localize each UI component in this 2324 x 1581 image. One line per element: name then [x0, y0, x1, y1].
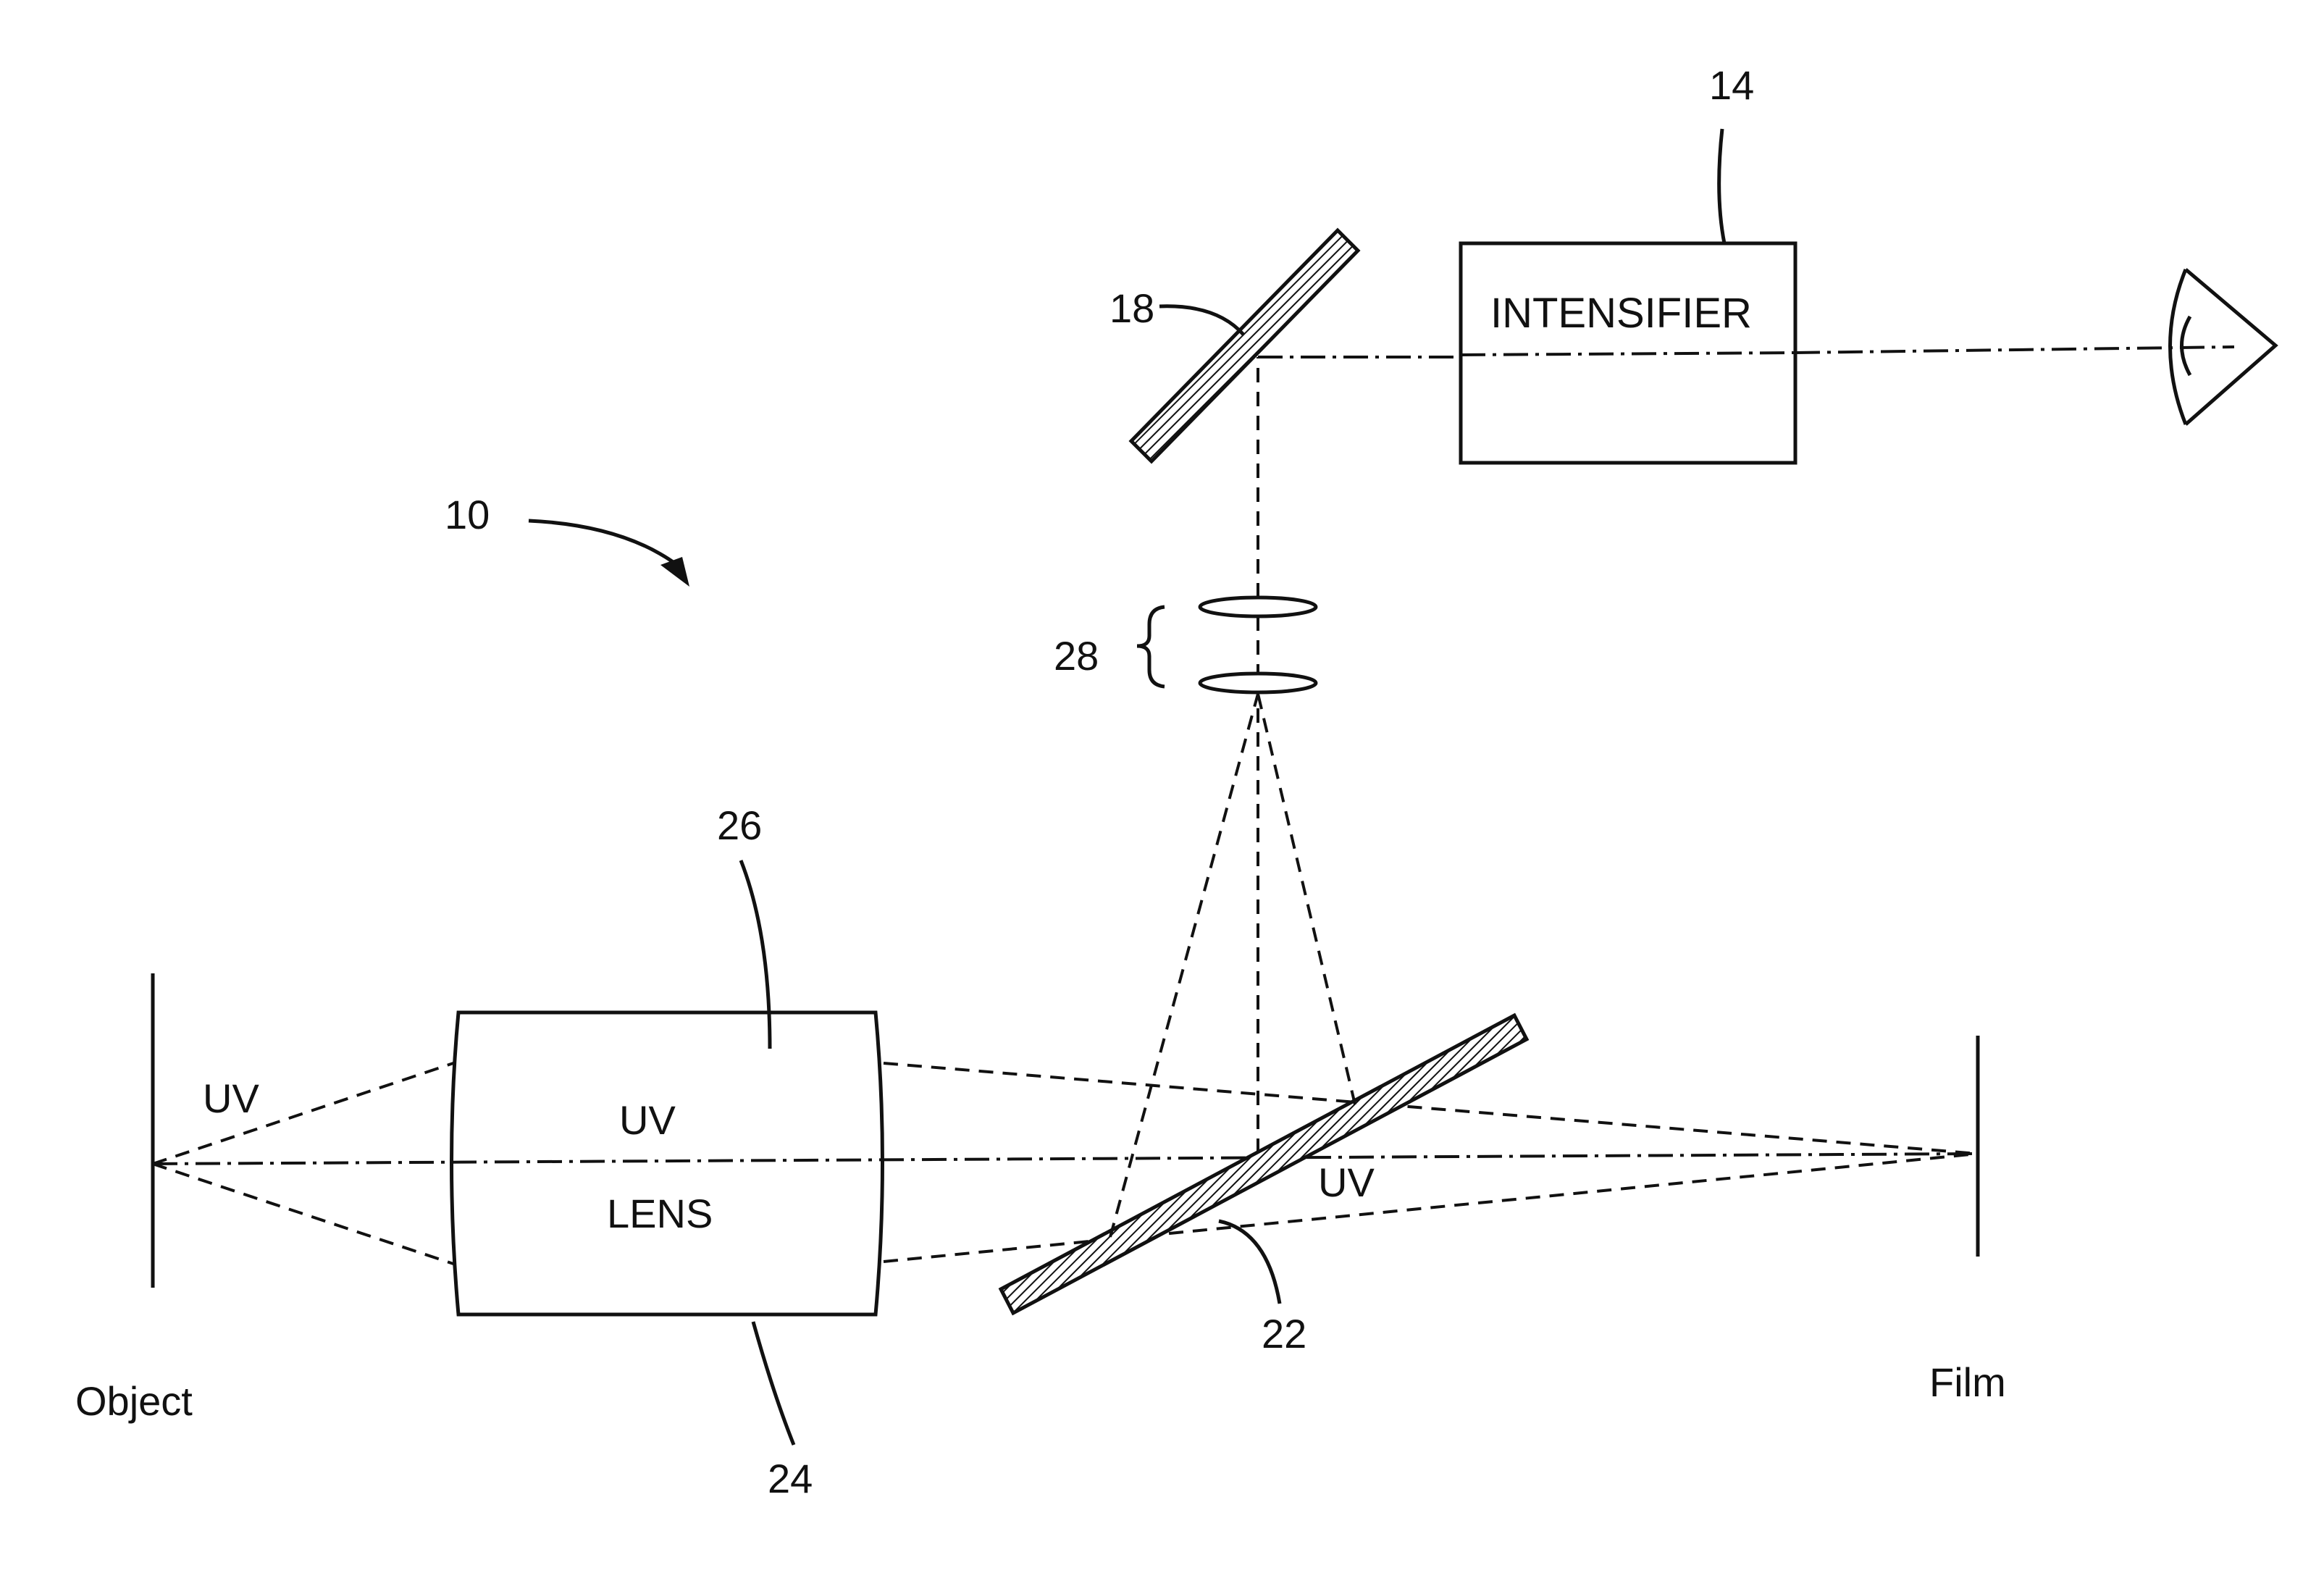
lens-label-lens: LENS — [607, 1191, 713, 1236]
leader-22 — [1219, 1221, 1280, 1304]
label-22: 22 — [1262, 1311, 1306, 1356]
ray-object-upper — [153, 1063, 453, 1164]
mirror-18 — [1131, 230, 1358, 461]
arrowhead-10 — [660, 557, 689, 587]
label-18: 18 — [1109, 285, 1154, 331]
leader-18 — [1159, 306, 1243, 335]
uv-lens-block — [452, 1012, 883, 1314]
leader-26 — [741, 860, 770, 1049]
uv-label-object-side: UV — [203, 1075, 259, 1121]
film-label: Film — [1929, 1359, 2006, 1405]
leader-14 — [1719, 129, 1724, 243]
leader-24 — [753, 1322, 794, 1445]
intensifier-label: INTENSIFIER — [1490, 290, 1752, 337]
label-14: 14 — [1709, 62, 1754, 108]
optical-axis — [153, 1154, 1978, 1164]
relay-lens-lower — [1200, 674, 1316, 692]
brace-28 — [1137, 607, 1165, 687]
intensifier-box — [1461, 243, 1795, 463]
leader-10 — [529, 521, 677, 565]
beamsplitter-22 — [1001, 1015, 1527, 1313]
lens-label-uv: UV — [619, 1097, 676, 1143]
cone-ray-left — [1110, 694, 1258, 1237]
ray-object-lower — [153, 1164, 453, 1264]
object-label: Object — [75, 1378, 193, 1424]
relay-lens-upper — [1200, 597, 1316, 616]
beam-through-intensifier — [1461, 353, 1795, 355]
label-10: 10 — [445, 492, 490, 537]
ray-film-lower — [884, 1154, 1978, 1262]
cone-ray-right — [1258, 694, 1355, 1104]
label-28: 28 — [1054, 633, 1099, 679]
label-26: 26 — [717, 802, 762, 848]
uv-label-film-side: UV — [1318, 1159, 1375, 1205]
label-24: 24 — [768, 1456, 813, 1501]
